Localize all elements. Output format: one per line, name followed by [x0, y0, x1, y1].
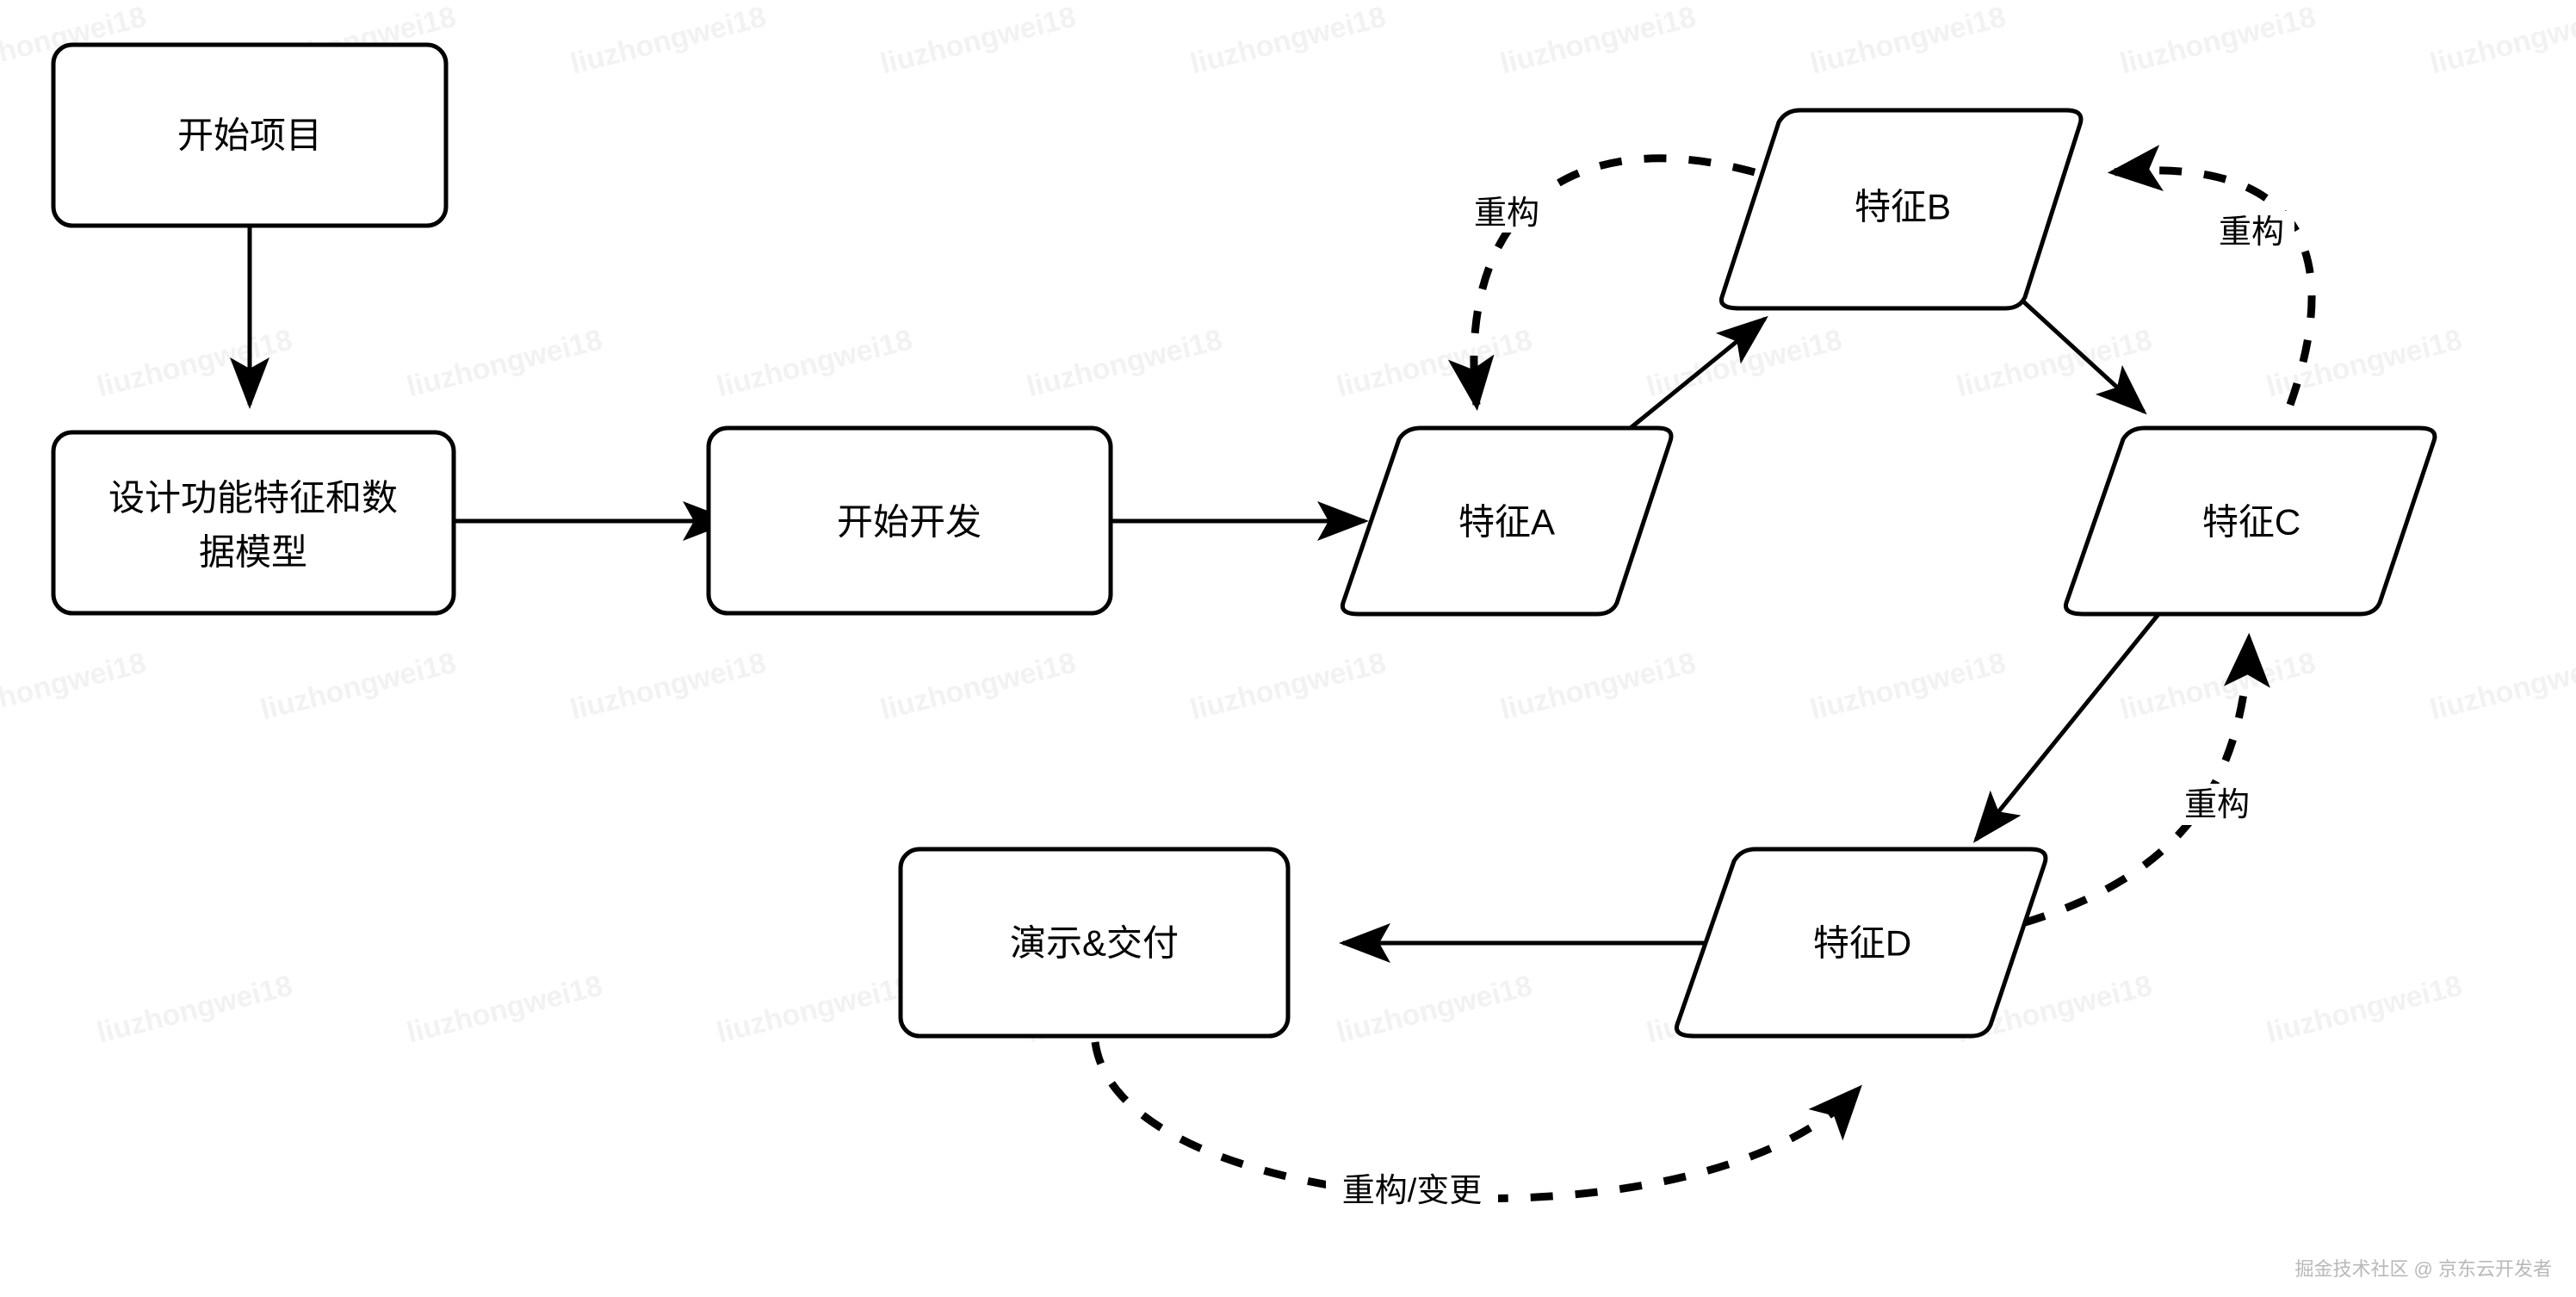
credit-watermark: 掘金技术社区 @ 京东云开发者: [2294, 1258, 2552, 1280]
node-label-start: 开始项目: [177, 115, 322, 156]
edge-label-bg: [1326, 1169, 1498, 1212]
edge-featC-to-featD: [1972, 611, 2161, 843]
edge-label-bg: [2208, 211, 2294, 252]
edge-refactor-demo-to-featD: 重构/变更: [1091, 1041, 1862, 1212]
edge-label-refactor-demo-d: 重构/变更: [1342, 1173, 1483, 1209]
node-label-featB: 特征B: [1855, 187, 1951, 227]
edge-label-refactor-c-b: 重构: [2219, 214, 2284, 251]
node-shape: [706, 425, 1113, 616]
node-label-demo: 演示&交付: [1010, 923, 1179, 964]
node-label-design-line2: 据模型: [199, 532, 307, 573]
edge-label-refactor-d-c: 重构: [2184, 787, 2250, 823]
edge-refactor-featC-to-featB: 重构: [2107, 145, 2316, 406]
node-design-features[interactable]: 设计功能特征和数 据模型: [51, 430, 456, 616]
node-feature-b[interactable]: 特征B: [1718, 108, 2084, 311]
edge-label-bg: [2174, 784, 2260, 825]
edge-featA-to-featB: [1625, 315, 1768, 432]
node-feature-d[interactable]: 特征D: [1674, 847, 2048, 1039]
node-shape: [2063, 425, 2437, 617]
node-shape: [898, 847, 1291, 1039]
node-label-featA: 特征A: [1458, 502, 1555, 543]
node-feature-a[interactable]: 特征A: [1340, 425, 1674, 617]
node-shape: [1718, 108, 2084, 311]
node-label-design-line1: 设计功能特征和数: [108, 478, 398, 518]
edge-featB-to-featC: [2022, 300, 2147, 415]
edge-refactor-featD-to-featC: 重构: [1978, 632, 2270, 939]
node-start-project[interactable]: 开始项目: [51, 42, 449, 228]
node-shape: [1674, 847, 2048, 1039]
node-shape: [51, 42, 449, 228]
node-demo-delivery[interactable]: 演示&交付: [898, 847, 1291, 1039]
node-label-featC: 特征C: [2202, 502, 2300, 543]
node-label-featD: 特征D: [1813, 923, 1911, 964]
node-shape: [1340, 425, 1674, 617]
node-start-development[interactable]: 开始开发: [706, 425, 1113, 616]
node-feature-c[interactable]: 特征C: [2063, 425, 2437, 617]
node-label-dev: 开始开发: [837, 502, 981, 543]
edge-refactor-featB-to-featA: 重构: [1447, 154, 1756, 412]
edge-label-refactor-b-a: 重构: [1474, 195, 1539, 232]
node-shape: [51, 430, 456, 616]
edge-label-bg: [1464, 191, 1550, 233]
